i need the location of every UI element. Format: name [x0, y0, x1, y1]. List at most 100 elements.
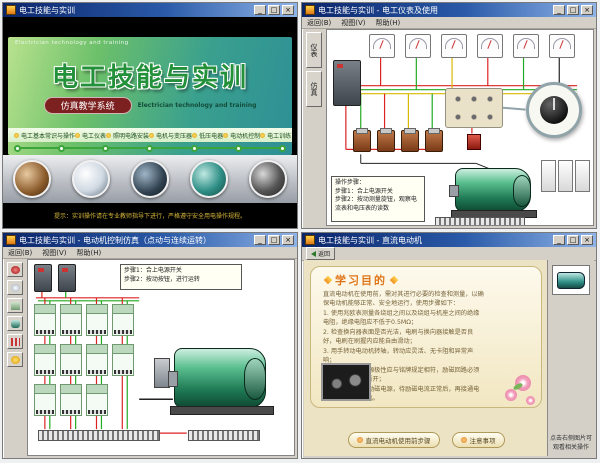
current-transformer[interactable]	[425, 130, 443, 152]
terminal-strip[interactable]	[435, 217, 525, 226]
subtitle-badge: 仿真教学系统	[44, 97, 132, 114]
meter-icon[interactable]	[7, 280, 23, 295]
menu-item-basics[interactable]: 电工基本常识与操作	[14, 131, 75, 140]
menu-item-machines[interactable]: 电机与变压器	[149, 131, 192, 140]
contactor-module[interactable]	[34, 344, 56, 376]
meter-photo-icon[interactable]	[72, 160, 110, 198]
menu-item-label: 低压电器	[199, 131, 223, 140]
close-button[interactable]: ×	[282, 5, 294, 15]
motor[interactable]	[455, 168, 531, 212]
tools-photo-icon[interactable]	[131, 160, 169, 198]
circuit-breaker[interactable]	[333, 60, 361, 106]
notes-button-label: 注意事项	[470, 435, 496, 445]
relay-unit[interactable]	[558, 160, 573, 192]
contactor-module[interactable]	[34, 304, 56, 336]
steps-button[interactable]: 直流电动机使用前步骤	[348, 432, 440, 448]
menu-back[interactable]: 返回(B)	[307, 18, 331, 28]
contactor-module[interactable]	[86, 384, 108, 416]
motor-photo-icon[interactable]	[190, 160, 228, 198]
menu-item-motorcontrol[interactable]: 电动机控制	[223, 131, 260, 140]
relay-icon[interactable]	[7, 298, 23, 313]
menu-help[interactable]: 帮助(H)	[376, 18, 401, 28]
rheostat-device[interactable]	[445, 88, 503, 128]
bullet-icon	[106, 133, 111, 138]
panel-meter[interactable]	[513, 34, 539, 58]
lesson-line: 直流电动机在使用前，需对其进行必要的检查和测量，以确保电动机能够正常、安全地运行…	[323, 291, 485, 309]
menu-back[interactable]: 返回(B)	[8, 248, 32, 258]
terminal-strip[interactable]	[188, 430, 260, 441]
motor[interactable]	[174, 348, 266, 408]
back-label: 返回	[318, 249, 330, 258]
panel-meter[interactable]	[369, 34, 395, 58]
circuit-breaker[interactable]	[34, 264, 52, 292]
steps-box: 步骤1：合上电源开关 步骤2：按动按钮，进行运转	[120, 264, 242, 290]
panel-meter[interactable]	[441, 34, 467, 58]
splash-banner: Electrician technology and training 电工技能…	[8, 37, 292, 155]
relay-unit[interactable]	[541, 160, 556, 192]
titlebar-1[interactable]: 电工技能与实训 _ □ ×	[3, 3, 297, 17]
bullet-icon	[14, 133, 19, 138]
close-button[interactable]: ×	[581, 235, 593, 245]
current-transformer[interactable]	[401, 130, 419, 152]
motor-icon[interactable]	[7, 316, 23, 331]
panel-meter[interactable]	[549, 34, 575, 58]
window-meter-sim: 电工技能与实训 - 电工仪表及使用 _ □ × 返回(B) 视图(V) 帮助(H…	[301, 2, 597, 229]
step-2: 步骤2：按动按钮，进行运转	[124, 276, 238, 285]
contactor-module[interactable]	[112, 344, 134, 376]
toolbar-meters-button[interactable]: 仪表	[306, 32, 322, 68]
indicator-component[interactable]	[467, 134, 481, 150]
minimize-button[interactable]: _	[254, 235, 266, 245]
titlebar-4[interactable]: 电工技能与实训 - 直流电动机 _ □ ×	[302, 233, 596, 247]
circuit-breaker[interactable]	[58, 264, 76, 292]
contactor-module[interactable]	[60, 384, 82, 416]
back-button[interactable]: 返回	[306, 247, 335, 260]
notes-button[interactable]: 注意事项	[452, 432, 505, 448]
minimize-button[interactable]: _	[553, 5, 565, 15]
panel-meter[interactable]	[477, 34, 503, 58]
magnifier-view	[526, 82, 582, 138]
menu-item-training[interactable]: 电工训练	[260, 131, 291, 140]
power-icon[interactable]	[7, 262, 23, 277]
menu-item-meters[interactable]: 电工仪表	[75, 131, 106, 140]
motor-thumbnail[interactable]	[552, 265, 590, 295]
minimize-button[interactable]: _	[553, 235, 565, 245]
minimize-button[interactable]: _	[254, 5, 266, 15]
timeline-node	[279, 145, 286, 152]
lesson-sidebar: 点击右侧图片可 观看相关操作	[547, 260, 594, 456]
terminal-strip[interactable]	[38, 430, 160, 441]
contactor-module[interactable]	[34, 384, 56, 416]
splash-stage: Electrician technology and training 电工技能…	[3, 17, 297, 228]
wires-photo-icon[interactable]	[13, 160, 51, 198]
toolbar-sim-button[interactable]: 仿真	[306, 71, 322, 107]
wire-icon[interactable]	[7, 334, 23, 349]
menu-help[interactable]: 帮助(H)	[77, 248, 102, 258]
maximize-button[interactable]: □	[567, 235, 579, 245]
menu-bar: 返回(B) 视图(V) 帮助(H)	[302, 17, 596, 29]
titlebar-3[interactable]: 电工技能与实训 - 电动机控制仿真（点动与连续运转） _ □ ×	[3, 233, 297, 247]
menu-item-lowvoltage[interactable]: 低压电器	[192, 131, 223, 140]
maximize-button[interactable]: □	[268, 235, 280, 245]
timeline-node	[58, 145, 65, 152]
contactor-module[interactable]	[60, 304, 82, 336]
app-icon	[305, 235, 315, 245]
back-arrow-icon	[311, 251, 316, 257]
close-button[interactable]: ×	[581, 5, 593, 15]
current-transformer[interactable]	[353, 130, 371, 152]
menu-view[interactable]: 视图(V)	[341, 18, 365, 28]
menu-item-lighting[interactable]: 照明电路安装	[106, 131, 149, 140]
titlebar-2[interactable]: 电工技能与实训 - 电工仪表及使用 _ □ ×	[302, 3, 596, 17]
contactor-module[interactable]	[112, 304, 134, 336]
adjust-knob[interactable]	[540, 96, 568, 124]
maximize-button[interactable]: □	[268, 5, 280, 15]
help-icon[interactable]	[7, 352, 23, 367]
maximize-button[interactable]: □	[567, 5, 579, 15]
contactor-module[interactable]	[86, 344, 108, 376]
contactor-module[interactable]	[60, 344, 82, 376]
menu-view[interactable]: 视图(V)	[42, 248, 66, 258]
contactor-module[interactable]	[86, 304, 108, 336]
relay-unit[interactable]	[575, 160, 590, 192]
contactor-photo-icon[interactable]	[249, 160, 287, 198]
close-button[interactable]: ×	[282, 235, 294, 245]
panel-meter[interactable]	[405, 34, 431, 58]
current-transformer[interactable]	[377, 130, 395, 152]
